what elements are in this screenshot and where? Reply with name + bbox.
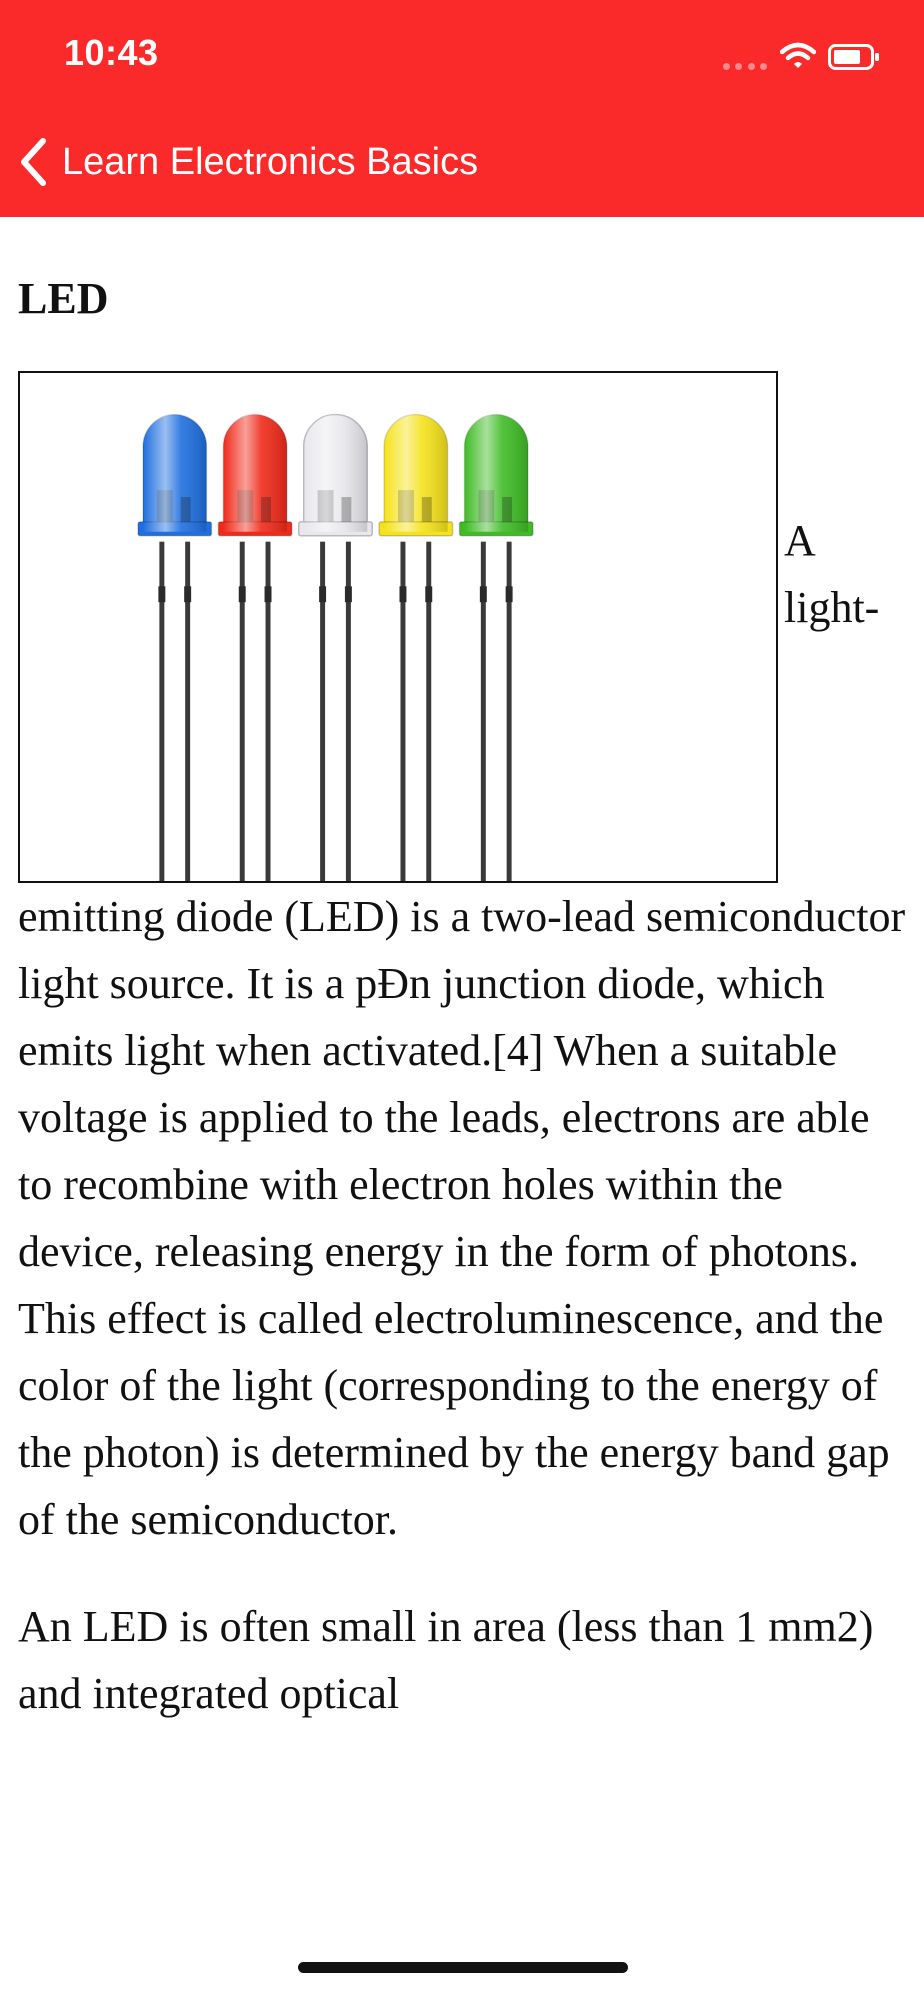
back-button-label: Learn Electronics Basics <box>62 140 479 183</box>
wifi-icon <box>780 42 816 68</box>
led-green <box>458 413 534 881</box>
led-illustration <box>137 413 534 881</box>
cellular-signal-icon <box>723 62 767 70</box>
back-button[interactable]: Learn Electronics Basics <box>18 132 478 192</box>
led-blue <box>137 413 213 881</box>
led-yellow <box>378 413 454 881</box>
battery-icon <box>828 44 879 70</box>
navigation-header: 10:43 Learn Electronics Basics <box>0 0 924 217</box>
led-photo <box>18 371 778 883</box>
article-paragraph: An LED is often small in area (less than… <box>18 1602 874 1718</box>
led-white <box>298 413 373 881</box>
article-paragraph: A light-emitting diode (LED) is a two-le… <box>18 371 910 1553</box>
chevron-left-icon <box>21 138 46 186</box>
status-time: 10:43 <box>64 32 159 73</box>
home-indicator <box>298 1962 628 1973</box>
article-paragraph-text: A light-emitting diode (LED) is a two-le… <box>18 516 906 1544</box>
led-red <box>217 413 293 881</box>
article-content: LED A light-emitting diode (LED) is a tw… <box>18 217 910 1727</box>
article-title: LED <box>18 274 109 323</box>
